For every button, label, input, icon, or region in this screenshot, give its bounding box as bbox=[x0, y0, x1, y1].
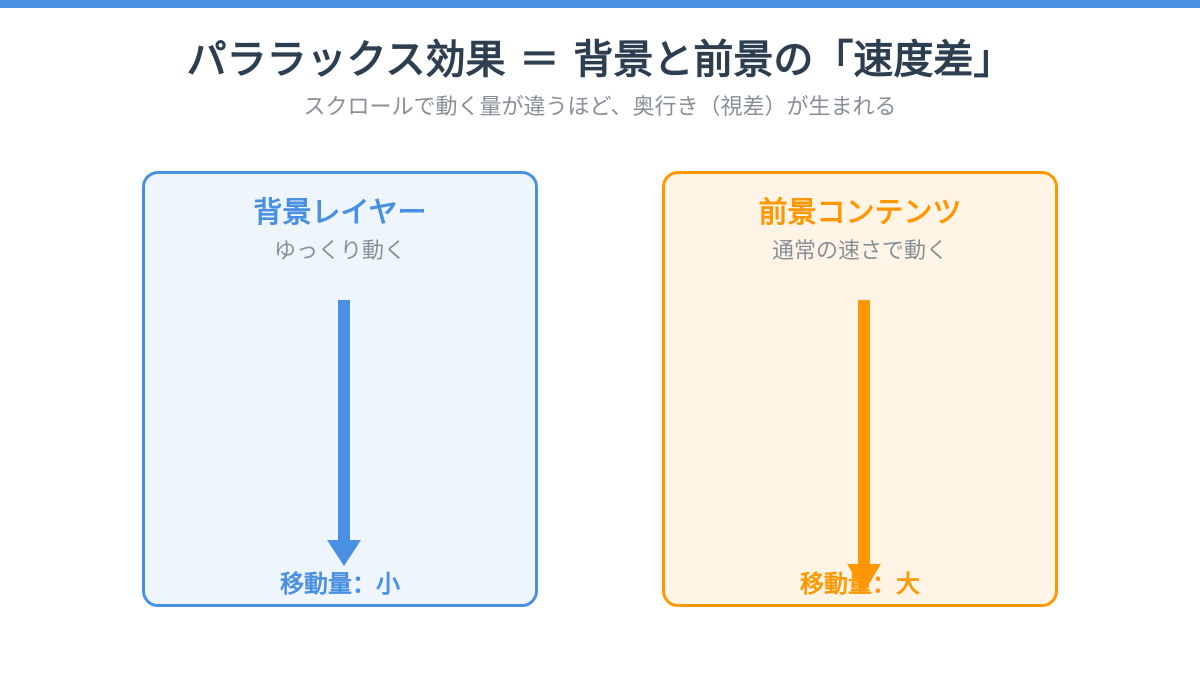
foreground-arrow-shaft bbox=[858, 300, 870, 570]
background-arrow-head bbox=[327, 540, 361, 566]
background-layer-title: 背景レイヤー bbox=[253, 195, 427, 229]
foreground-content-panel: 前景コンテンツ 通常の速さで動く 移動量：大 bbox=[662, 171, 1058, 607]
foreground-movement-arrow-icon bbox=[847, 300, 881, 592]
background-movement-label: 移動量：小 bbox=[280, 570, 400, 598]
background-arrow-shaft bbox=[338, 300, 350, 550]
foreground-content-title: 前景コンテンツ bbox=[758, 195, 962, 229]
page-subtitle: スクロールで動く量が違うほど、奥行き（視差）が生まれる bbox=[303, 95, 897, 120]
top-accent-bar bbox=[0, 0, 1200, 8]
background-movement-arrow-icon bbox=[327, 300, 361, 566]
foreground-content-description: 通常の速さで動く bbox=[771, 239, 948, 264]
foreground-arrow-head bbox=[847, 564, 881, 592]
background-layer-panel: 背景レイヤー ゆっくり動く 移動量：小 bbox=[142, 171, 538, 607]
page-title: パララックス効果 ＝ 背景と前景の「速度差」 bbox=[186, 37, 1014, 83]
background-layer-description: ゆっくり動く bbox=[273, 239, 406, 264]
